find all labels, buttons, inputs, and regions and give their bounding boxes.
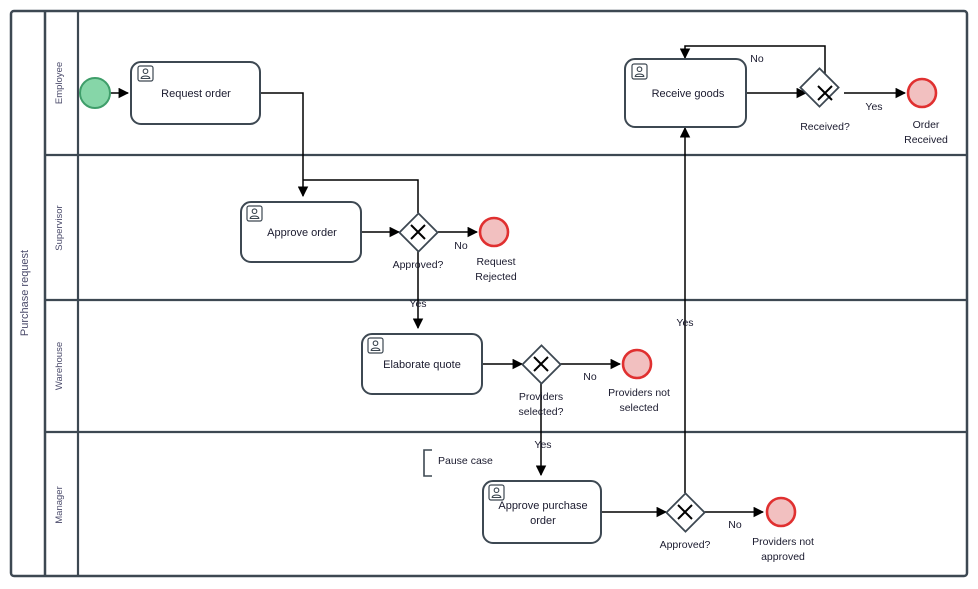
lane-supervisor: Supervisor [45,205,967,302]
end-event-request-rejected[interactable]: Request Rejected [475,216,517,283]
gateway-received[interactable]: Received? [799,67,850,133]
gateway-approved-manager[interactable]: Approved? [660,492,711,551]
annotation-bracket [423,449,432,477]
pool-label: Purchase request [19,250,31,336]
user-task-icon [246,205,263,222]
task-approve-purchase-order-label-line2: order [530,515,556,527]
end-event-order-received[interactable]: Order Received [904,77,948,146]
end-event-providers-not-approved-circle[interactable] [765,496,797,528]
flow-label-received-no: No [750,53,764,65]
task-receive-goods[interactable]: Receive goods [624,58,747,128]
end-event-providers-not-selected[interactable]: Providers not selected [608,348,670,414]
flow-label-received-yes: Yes [865,101,882,113]
task-approve-purchase-order-label-line1: Approve purchase [498,500,587,512]
flow-label-approved-sup-yes: Yes [409,298,426,310]
start-event-circle[interactable] [79,77,111,109]
lane-label-supervisor: Supervisor [54,205,65,250]
end-event-providers-not-approved-label-line1: Providers not [752,536,814,548]
user-task-icon [367,337,384,354]
user-task-icon [137,65,154,82]
exclusive-gateway-x-icon [677,504,693,520]
flow-label-approved-mgr-yes: Yes [676,317,693,329]
gateway-providers-selected-label-line1: Providers [519,391,563,403]
lane-label-manager: Manager [54,486,65,524]
end-event-providers-not-approved-label-line2: approved [761,551,805,563]
gateway-providers-selected-label-line2: selected? [519,406,564,418]
flow-label-approved-mgr-no: No [728,519,742,531]
flow-labels: No Yes No Yes No Yes No Yes [409,53,882,531]
task-request-order[interactable]: Request order [130,61,261,125]
task-elaborate-quote-label: Elaborate quote [383,359,461,371]
end-event-order-received-circle[interactable] [906,77,938,109]
task-receive-goods-box[interactable] [624,58,747,128]
task-approve-purchase-order[interactable]: Approve purchase order [482,480,602,544]
end-event-request-rejected-label-line1: Request [476,256,515,268]
task-request-order-label: Request order [161,88,231,100]
end-event-providers-not-selected-label-line2: selected [619,402,658,414]
end-event-providers-not-selected-circle[interactable] [621,348,653,380]
pool-outer-border [9,9,969,578]
gateway-approved-supervisor[interactable]: Approved? [393,212,444,271]
end-event-order-received-label-line1: Order [913,119,940,131]
task-approve-order[interactable]: Approve order [240,201,362,263]
start-event[interactable] [79,77,111,109]
task-request-order-box[interactable] [130,61,261,125]
flow-label-approved-sup-no: No [454,240,468,252]
task-elaborate-quote[interactable]: Elaborate quote [361,333,483,395]
end-event-request-rejected-label-line2: Rejected [475,271,517,283]
end-event-providers-not-approved[interactable]: Providers not approved [752,496,814,563]
lane-label-employee: Employee [54,62,65,104]
gateway-received-label: Received? [800,121,850,133]
task-approve-order-box[interactable] [240,201,362,263]
flow-approved-gateway-top-loop [303,179,419,213]
exclusive-gateway-x-icon [410,224,426,240]
lane-warehouse: Warehouse [45,342,967,434]
end-event-order-received-label-line2: Received [904,134,948,146]
sequence-flows [110,45,907,518]
user-task-icon [631,63,648,80]
task-elaborate-quote-box[interactable] [361,333,483,395]
gateway-approved-manager-label: Approved? [660,539,711,551]
lane-employee: Employee [45,11,967,576]
end-event-providers-not-selected-label-line1: Providers not [608,387,670,399]
annotation-pause-case-label: Pause case [438,455,493,467]
exclusive-gateway-x-icon [817,85,833,101]
task-approve-order-label: Approve order [267,227,337,239]
task-approve-purchase-order-box[interactable] [482,480,602,544]
flow-label-providers-no: No [583,371,597,383]
user-task-icon [488,484,505,501]
flow-request-order-to-approve-order [260,92,309,198]
task-receive-goods-label: Receive goods [652,88,725,100]
end-event-request-rejected-circle[interactable] [478,216,510,248]
lane-label-warehouse: Warehouse [54,342,65,390]
exclusive-gateway-x-icon [533,356,549,372]
flow-label-providers-yes: Yes [534,439,551,451]
gateway-approved-supervisor-label: Approved? [393,259,444,271]
gateway-providers-selected[interactable]: Providers selected? [519,344,564,418]
pool-purchase-request: Purchase request [9,9,969,578]
flow-received-no-loop [679,45,826,74]
text-annotation-pause-case[interactable]: Pause case [423,449,493,477]
lane-manager: Manager [54,486,65,524]
